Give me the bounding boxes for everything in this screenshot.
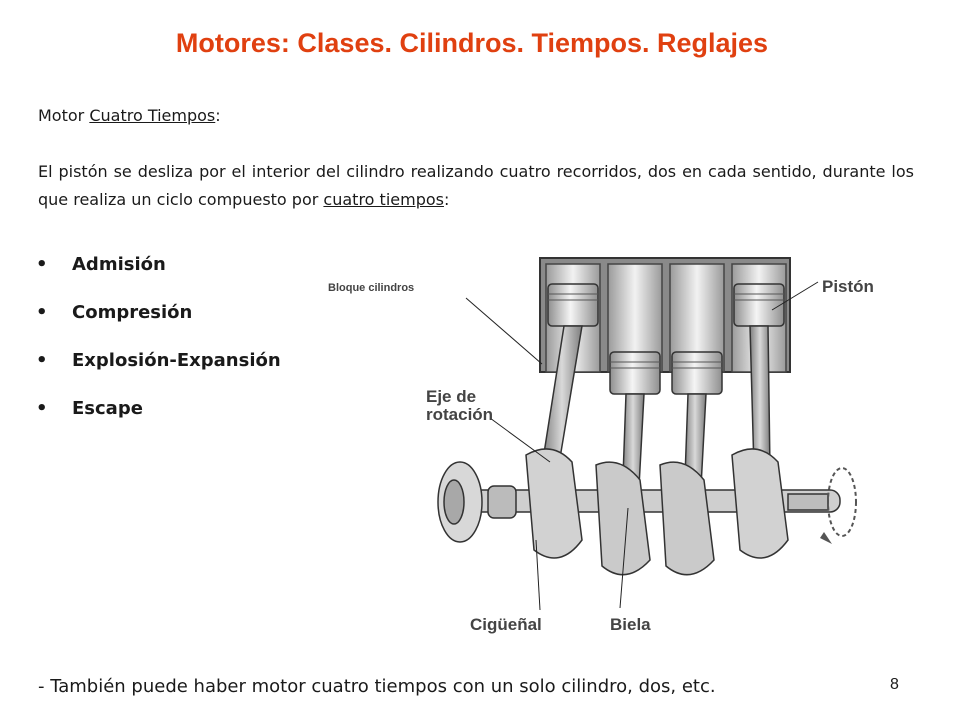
subtitle: Motor Cuatro Tiempos:: [38, 106, 221, 125]
description-paragraph: El pistón se desliza por el interior del…: [38, 158, 914, 214]
label-bloque-cilindros: Bloque cilindros: [328, 282, 414, 294]
list-item-escape: Escape: [36, 394, 281, 442]
slide-title: Motores: Clases. Cilindros. Tiempos. Reg…: [175, 28, 769, 58]
list-item-compresion: Compresión: [36, 298, 281, 346]
label-rotacion: rotación: [426, 405, 493, 424]
strokes-list: Admisión Compresión Explosión-Expansión …: [36, 250, 281, 442]
label-ciguenal: Cigüeñal: [470, 615, 542, 634]
subtitle-prefix: Motor: [38, 106, 90, 125]
page-number: 8: [890, 676, 899, 693]
label-piston: Pistón: [822, 277, 874, 296]
para-link[interactable]: cuatro tiempos: [323, 190, 444, 209]
para-text-2: :: [443, 190, 450, 209]
rotation-arrow-icon: [820, 467, 857, 544]
crankshaft: [437, 448, 841, 576]
list-item-explosion: Explosión-Expansión: [36, 346, 281, 394]
engine-diagram: Bloque cilindros Pistón Eje de rotación …: [328, 257, 874, 634]
para-text-1: El pistón se desliza por el interior del…: [38, 162, 914, 209]
label-eje-de: Eje de: [426, 387, 476, 406]
subtitle-suffix: :: [215, 106, 221, 125]
list-item-admision: Admisión: [36, 250, 281, 298]
label-biela: Biela: [610, 615, 651, 634]
footer-note: - También puede haber motor cuatro tiemp…: [38, 676, 716, 697]
subtitle-link[interactable]: Cuatro Tiempos: [89, 106, 216, 125]
leader-lines: [465, 281, 819, 611]
